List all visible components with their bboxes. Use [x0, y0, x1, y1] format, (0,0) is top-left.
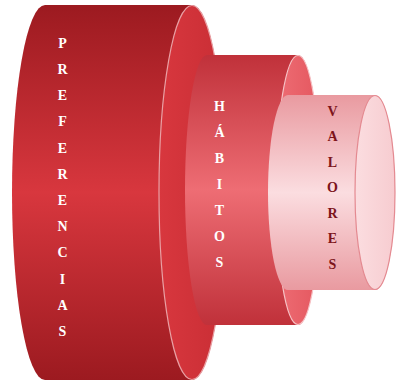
cylinder-body: [268, 95, 395, 290]
cylinder-label: PREFERENCIAS: [55, 35, 69, 349]
cylinder-label: VALORES: [325, 103, 339, 282]
cylinder-node: HÁBITOSVALORES: [185, 55, 320, 325]
cylinder-face: [355, 96, 395, 290]
cylinder-node: PREFERENCIASHÁBITOSVALORES: [12, 5, 225, 380]
cylinder-node: VALORES: [268, 95, 395, 290]
cylinder-label: HÁBITOS: [212, 99, 226, 281]
